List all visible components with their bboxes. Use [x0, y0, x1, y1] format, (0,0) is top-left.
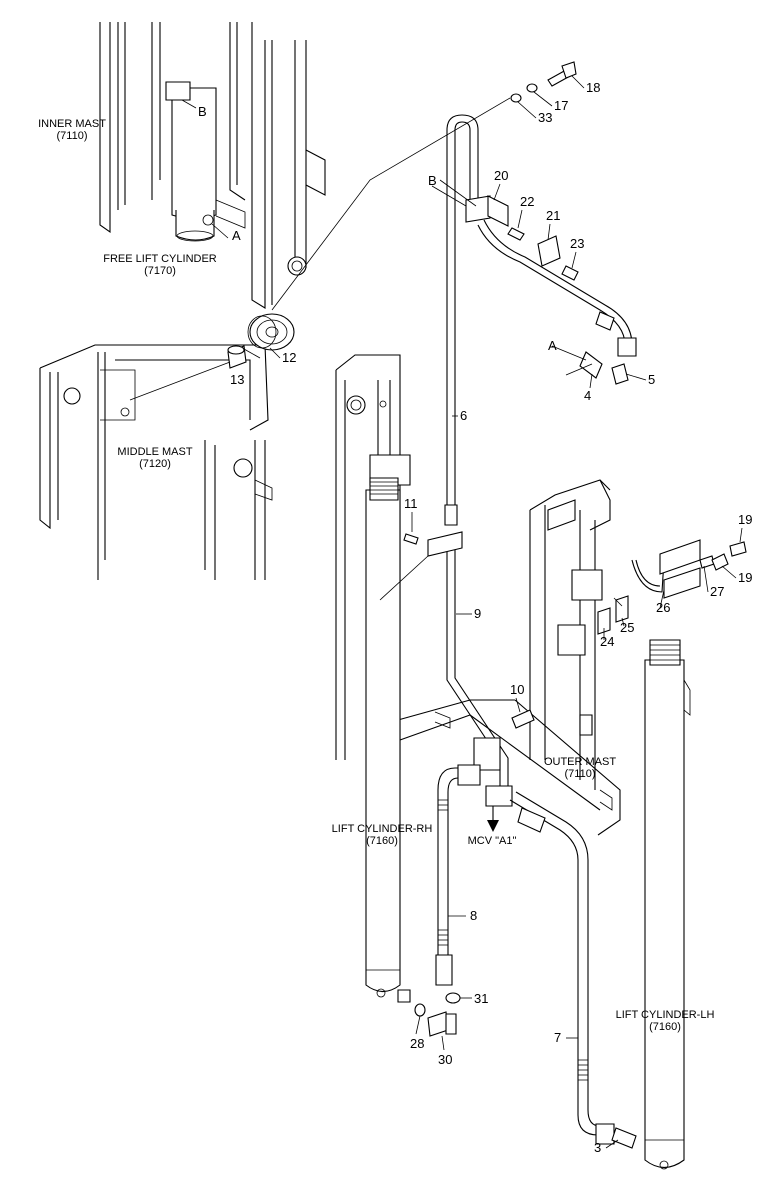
bolt-19a	[729, 541, 747, 557]
part-number-10: 10	[510, 682, 524, 697]
part-number-9: 9	[474, 606, 481, 621]
part-number-26: 26	[656, 600, 670, 615]
part-number-4: 4	[584, 388, 591, 403]
bolt-11	[403, 533, 419, 545]
plate-24	[597, 607, 611, 635]
bolt-27	[699, 555, 715, 569]
washer-33	[510, 93, 522, 103]
number-leaders	[269, 75, 743, 1149]
middle-mast	[39, 344, 273, 580]
part-number-25: 25	[620, 620, 634, 635]
part-number-18: 18	[586, 80, 600, 95]
hose-8	[435, 764, 481, 986]
ref-letter-b-hose: B	[428, 173, 437, 188]
part-number-27: 27	[710, 584, 724, 599]
caption-lift-cylinder-lh-code: (7160)	[649, 1021, 681, 1033]
lift-cylinder-lh	[644, 639, 691, 1170]
outer-mast-right-rail	[529, 479, 611, 790]
bolt-19b	[711, 553, 729, 571]
oring-28	[414, 1003, 426, 1017]
caption-middle-mast: MIDDLE MAST	[117, 446, 192, 458]
part-number-11: 11	[404, 496, 418, 511]
elbow-5	[611, 363, 629, 385]
part-number-19b: 19	[738, 570, 752, 585]
free-lift-cylinder	[165, 81, 246, 242]
bolt-18	[547, 61, 577, 87]
part-number-13: 13	[230, 372, 244, 387]
part-number-19a: 19	[738, 512, 752, 527]
elbow-30	[427, 1011, 457, 1037]
caption-lift-cylinder-rh: LIFT CYLINDER-RH	[332, 823, 433, 835]
part-number-7: 7	[554, 1030, 561, 1045]
part-number-17: 17	[554, 98, 568, 113]
leader-lines	[129, 97, 623, 607]
caption-inner-mast: INNER MAST	[38, 118, 106, 130]
bolt-22	[507, 227, 525, 241]
part-number-6: 6	[460, 408, 467, 423]
part-number-24: 24	[600, 634, 614, 649]
pin-13	[227, 345, 247, 369]
caption-inner-mast-code: (7110)	[57, 130, 88, 142]
part-number-22: 22	[520, 194, 534, 209]
lift-cylinder-rh	[365, 477, 411, 1003]
bolt-10	[511, 709, 535, 729]
caption-middle-mast-code: (7120)	[139, 458, 171, 470]
pipe-9	[446, 540, 509, 790]
hose-6	[444, 114, 479, 526]
hose-7	[509, 791, 615, 1145]
tee-fitting	[473, 737, 513, 807]
clamp-21	[537, 235, 561, 267]
part-number-5: 5	[648, 372, 655, 387]
caption-mcv: MCV "A1"	[468, 835, 517, 847]
fitting-3	[611, 1127, 637, 1149]
caption-free-lift-cylinder-code: (7170)	[144, 265, 176, 277]
part-number-23: 23	[570, 236, 584, 251]
clamp-26	[631, 539, 701, 599]
bracket-11	[379, 531, 463, 601]
part-number-28: 28	[410, 1036, 424, 1051]
part-number-33: 33	[538, 110, 552, 125]
caption-lift-cylinder-rh-code: (7160)	[366, 835, 398, 847]
caption-lift-cylinder-lh: LIFT CYLINDER-LH	[616, 1009, 715, 1021]
part-number-3: 3	[594, 1140, 601, 1155]
bracket-20	[465, 195, 509, 227]
ref-letter-b-inner: B	[198, 104, 207, 119]
caption-free-lift-cylinder: FREE LIFT CYLINDER	[103, 253, 217, 265]
fitting-4	[579, 351, 603, 379]
ref-letter-a-inner: A	[232, 228, 241, 243]
part-number-20: 20	[494, 168, 508, 183]
part-number-8: 8	[470, 908, 477, 923]
mcv-arrow	[487, 806, 499, 832]
part-number-21: 21	[546, 208, 560, 223]
caption-outer-mast: OUTER MAST	[544, 756, 616, 768]
ref-letter-a-hose: A	[548, 338, 557, 353]
washer-17	[526, 83, 538, 93]
part-number-31: 31	[474, 991, 488, 1006]
caption-outer-mast-code: (7110)	[565, 768, 596, 780]
bolt-23	[561, 265, 579, 281]
hose-upper	[477, 219, 637, 357]
part-number-12: 12	[282, 350, 296, 365]
oring-31	[445, 992, 461, 1004]
part-number-30: 30	[438, 1052, 452, 1067]
